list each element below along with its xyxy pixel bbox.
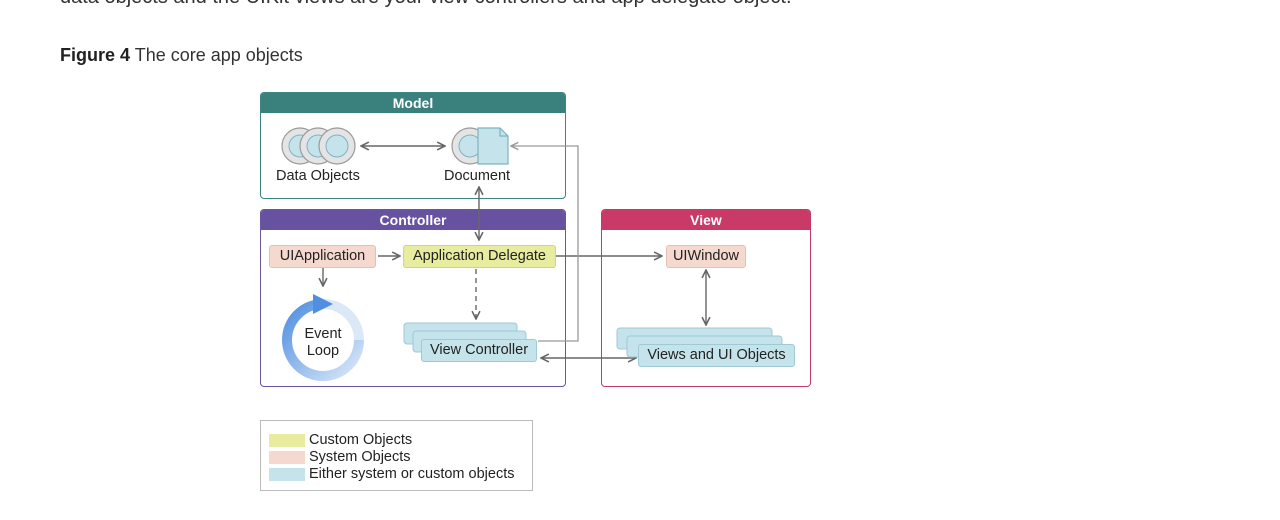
event-loop-icon xyxy=(282,294,364,381)
controller-group-header: Controller xyxy=(261,210,565,230)
legend-swatch-system xyxy=(269,450,305,464)
legend-swatch-custom xyxy=(269,433,305,447)
document-label: Document xyxy=(444,168,511,184)
event-loop-label-line1: Event xyxy=(304,326,342,342)
legend-label-either: Either system or custom objects xyxy=(309,466,515,482)
legend-item-system: System Objects xyxy=(269,449,411,465)
document-icon xyxy=(451,127,509,165)
figure-title: The core app objects xyxy=(134,45,303,65)
event-loop-label: Event Loop xyxy=(298,326,348,360)
model-group-header: Model xyxy=(261,93,565,113)
event-loop-label-line2: Loop xyxy=(306,343,340,359)
view-controller-node: View Controller xyxy=(421,339,537,362)
ui-application-node: UIApplication xyxy=(269,245,376,268)
data-objects-icon xyxy=(281,127,356,165)
data-objects-label: Data Objects xyxy=(276,168,360,184)
legend-label-system: System Objects xyxy=(309,449,411,465)
legend: Custom Objects System Objects Either sys… xyxy=(260,420,533,491)
legend-label-custom: Custom Objects xyxy=(309,432,413,448)
legend-item-custom: Custom Objects xyxy=(269,432,412,448)
ui-window-node: UIWindow xyxy=(666,245,746,268)
figure-label: Figure 4 xyxy=(60,45,131,65)
figure-caption: Figure 4 The core app objects xyxy=(60,45,303,66)
controller-group: Controller xyxy=(260,209,566,387)
view-group-header: View xyxy=(602,210,810,230)
legend-item-either: Either system or custom objects xyxy=(269,466,515,482)
views-and-ui-objects-node: Views and UI Objects xyxy=(638,344,795,367)
application-delegate-node: Application Delegate xyxy=(403,245,556,268)
intro-text: data objects and the UIKit views are you… xyxy=(60,0,792,9)
legend-swatch-either xyxy=(269,467,305,481)
